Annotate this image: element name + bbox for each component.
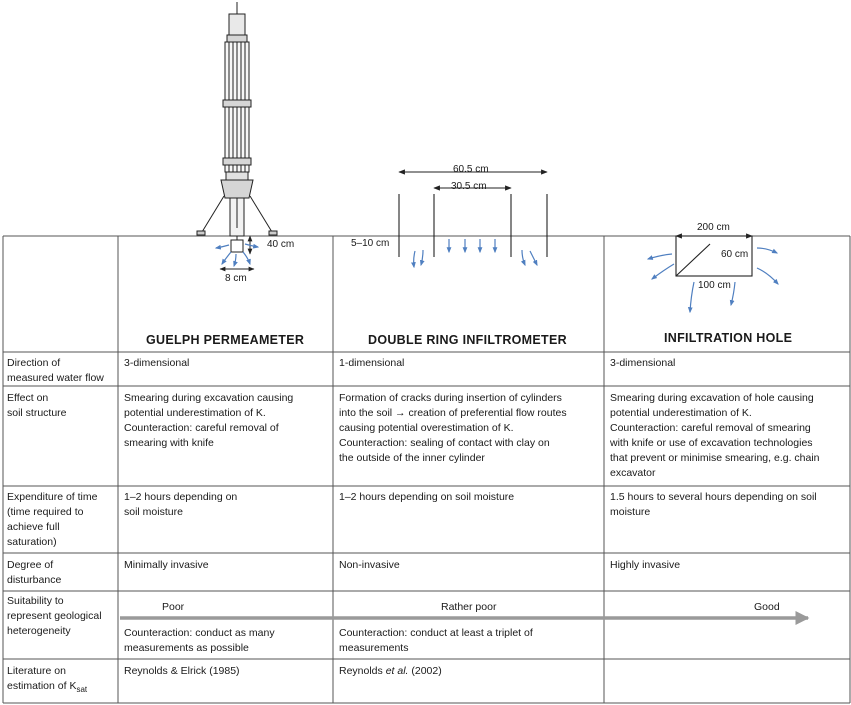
cell-suitability-guelph: Counteraction: conduct as many measureme…: [124, 627, 275, 654]
guelph-depth-label: 40 cm: [267, 239, 295, 250]
cell-time-double-ring: 1–2 hours depending on soil moisture: [339, 491, 515, 503]
cell-direction-hole: 3-dimensional: [610, 357, 676, 369]
double-ring-flow-arrows: [411, 239, 538, 269]
cell-soil-structure-double-ring: Formation of cracks during insertion of …: [339, 392, 567, 464]
guelph-permeameter-drawing: [196, 2, 278, 272]
cell-disturbance-guelph: Minimally invasive: [124, 559, 209, 571]
row-label-disturbance: Degree of disturbance: [7, 559, 62, 586]
ksat-subscript: sat: [76, 685, 88, 695]
column-header-hole: INFILTRATION HOLE: [664, 331, 793, 345]
infiltration-hole-flow-arrows: [646, 247, 779, 314]
double-ring-drawing: [398, 169, 548, 257]
row-label-direction: Direction of measured water flow: [7, 357, 104, 384]
column-header-double-ring: DOUBLE RING INFILTROMETER: [368, 333, 567, 347]
row-label-time: Expenditure of time (time required to ac…: [7, 491, 98, 548]
hole-depth-label: 100 cm: [698, 280, 731, 291]
infiltration-hole-drawing: [675, 233, 753, 277]
table-grid: [2, 235, 851, 704]
row-label-literature: Literature on estimation of Ksat: [7, 665, 88, 695]
cell-time-guelph: 1–2 hours depending on soil moisture: [124, 491, 238, 518]
double-ring-outer-label: 60.5 cm: [453, 164, 489, 175]
hole-width-label: 200 cm: [697, 222, 730, 233]
suitability-good-label: Good: [754, 601, 780, 613]
row-label-suitability: Suitability to represent geological hete…: [7, 595, 102, 637]
double-ring-inner-label: 30.5 cm: [451, 181, 487, 192]
cell-literature-double-ring: Reynolds et al. (2002): [339, 665, 442, 677]
cell-time-hole: 1.5 hours to several hours depending on …: [610, 491, 817, 518]
cell-literature-guelph: Reynolds & Elrick (1985): [124, 665, 240, 677]
guelph-width-label: 8 cm: [225, 273, 247, 284]
cell-disturbance-double-ring: Non-invasive: [339, 559, 400, 571]
row-label-soil-structure: Effect on soil structure: [7, 392, 67, 419]
cell-soil-structure-hole: Smearing during excavation of hole causi…: [610, 392, 820, 479]
suitability-rather-poor-label: Rather poor: [441, 601, 497, 613]
cell-soil-structure-guelph: Smearing during excavation causing poten…: [124, 392, 294, 449]
cell-suitability-double-ring: Counteraction: conduct at least a triple…: [339, 627, 533, 654]
cell-direction-double-ring: 1-dimensional: [339, 357, 405, 369]
cell-direction-guelph: 3-dimensional: [124, 357, 190, 369]
double-ring-depth-label: 5–10 cm: [351, 238, 390, 249]
hole-height-label: 60 cm: [721, 249, 749, 260]
cell-disturbance-hole: Highly invasive: [610, 559, 681, 571]
column-header-guelph: GUELPH PERMEAMETER: [146, 333, 305, 347]
suitability-poor-label: Poor: [162, 601, 185, 613]
guelph-flow-arrows: [214, 243, 260, 268]
